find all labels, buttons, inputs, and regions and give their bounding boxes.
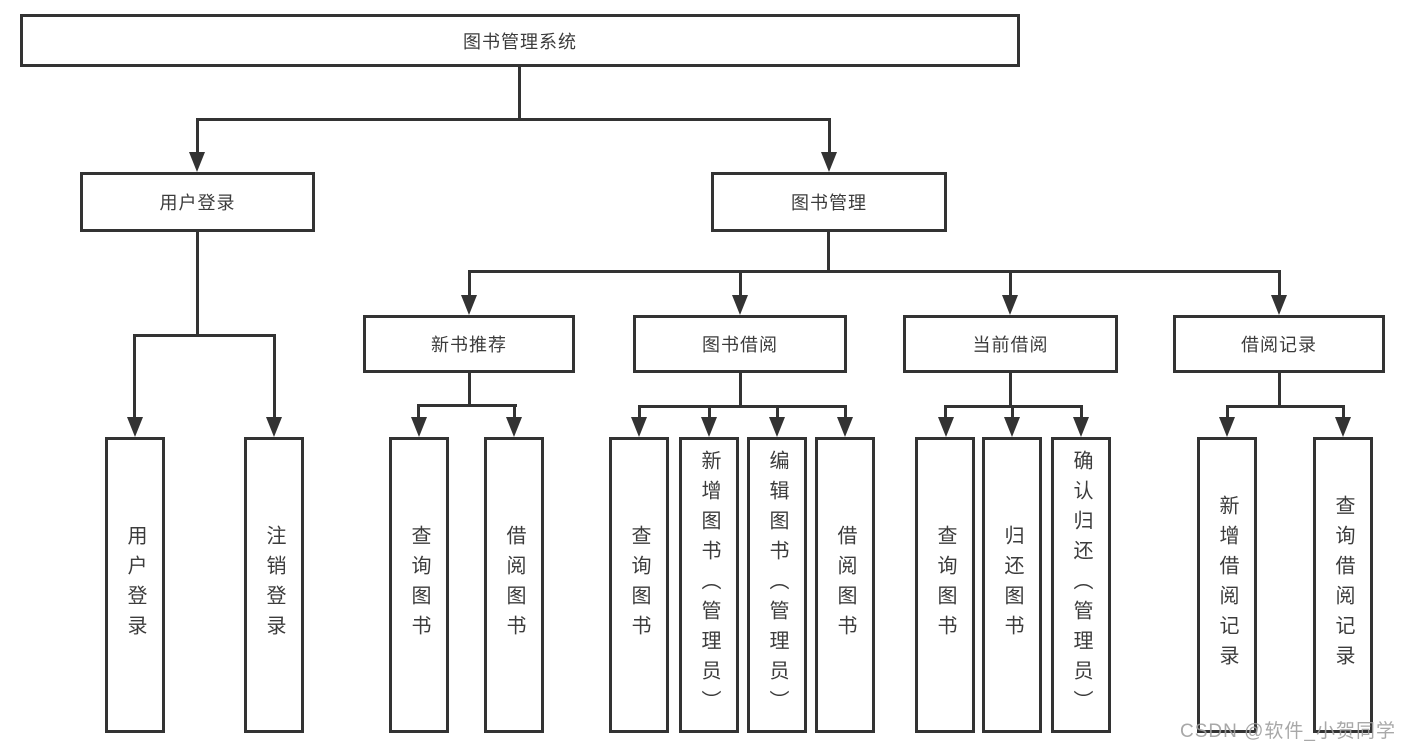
connector-line bbox=[828, 118, 831, 156]
node-book-management: 图书管理 bbox=[711, 172, 947, 232]
connector-arrowhead bbox=[701, 417, 717, 437]
connector-line bbox=[1009, 371, 1012, 408]
connector-line bbox=[1342, 405, 1345, 421]
connector-line bbox=[273, 334, 276, 419]
connector-line bbox=[196, 230, 199, 337]
connector-arrowhead bbox=[821, 152, 837, 172]
connector-line bbox=[827, 230, 830, 273]
connector-line bbox=[708, 405, 711, 421]
leaf-query-books-current: 查询图书 bbox=[915, 437, 975, 733]
leaf-add-books-admin: 新增图书（管理员） bbox=[679, 437, 739, 733]
node-new-book-recommend: 新书推荐 bbox=[363, 315, 575, 373]
connector-arrowhead bbox=[1004, 417, 1020, 437]
connector-line bbox=[1278, 371, 1281, 408]
node-user-login: 用户登录 bbox=[80, 172, 315, 232]
connector-line bbox=[739, 270, 742, 297]
connector-line bbox=[518, 65, 521, 121]
connector-line bbox=[944, 405, 947, 421]
connector-line bbox=[1011, 405, 1014, 421]
leaf-edit-books-admin: 编辑图书（管理员） bbox=[747, 437, 807, 733]
leaf-add-borrow-record: 新增借阅记录 bbox=[1197, 437, 1257, 733]
connector-arrowhead bbox=[1219, 417, 1235, 437]
connector-arrowhead bbox=[461, 295, 477, 315]
connector-line bbox=[196, 118, 199, 156]
connector-line bbox=[468, 270, 1281, 273]
connector-arrowhead bbox=[732, 295, 748, 315]
node-current-borrowing: 当前借阅 bbox=[903, 315, 1118, 373]
connector-line bbox=[133, 334, 276, 337]
leaf-query-borrow-record: 查询借阅记录 bbox=[1313, 437, 1373, 733]
connector-arrowhead bbox=[631, 417, 647, 437]
connector-line bbox=[468, 270, 471, 297]
connector-line bbox=[417, 404, 517, 407]
connector-line bbox=[1226, 405, 1345, 408]
connector-line bbox=[1226, 405, 1229, 421]
connector-line bbox=[1009, 270, 1012, 297]
leaf-logout: 注销登录 bbox=[244, 437, 304, 733]
leaf-user-login: 用户登录 bbox=[105, 437, 165, 733]
connector-arrowhead bbox=[1073, 417, 1089, 437]
leaf-borrow-books-recommend: 借阅图书 bbox=[484, 437, 544, 733]
connector-line bbox=[638, 405, 641, 421]
connector-line bbox=[513, 404, 516, 421]
csdn-watermark: CSDN @软件_小贺同学 bbox=[1180, 721, 1396, 742]
connector-line bbox=[196, 118, 831, 121]
connector-arrowhead bbox=[266, 417, 282, 437]
node-library-management-system: 图书管理系统 bbox=[20, 14, 1020, 67]
leaf-confirm-return-admin: 确认归还（管理员） bbox=[1051, 437, 1111, 733]
connector-line bbox=[417, 404, 420, 421]
leaf-query-books-borrow: 查询图书 bbox=[609, 437, 669, 733]
connector-line bbox=[739, 371, 742, 408]
connector-line bbox=[844, 405, 847, 421]
connector-line bbox=[1278, 270, 1281, 297]
node-book-borrowing: 图书借阅 bbox=[633, 315, 847, 373]
node-borrowing-records: 借阅记录 bbox=[1173, 315, 1385, 373]
connector-line bbox=[776, 405, 779, 421]
connector-arrowhead bbox=[769, 417, 785, 437]
leaf-borrow-books: 借阅图书 bbox=[815, 437, 875, 733]
connector-arrowhead bbox=[1335, 417, 1351, 437]
connector-line bbox=[638, 405, 847, 408]
connector-arrowhead bbox=[938, 417, 954, 437]
leaf-query-books-recommend: 查询图书 bbox=[389, 437, 449, 733]
connector-arrowhead bbox=[506, 417, 522, 437]
connector-arrowhead bbox=[1002, 295, 1018, 315]
connector-line bbox=[133, 334, 136, 419]
leaf-return-books: 归还图书 bbox=[982, 437, 1042, 733]
connector-arrowhead bbox=[837, 417, 853, 437]
connector-line bbox=[1080, 405, 1083, 421]
connector-line bbox=[468, 371, 471, 407]
connector-arrowhead bbox=[1271, 295, 1287, 315]
connector-arrowhead bbox=[189, 152, 205, 172]
connector-arrowhead bbox=[411, 417, 427, 437]
connector-arrowhead bbox=[127, 417, 143, 437]
